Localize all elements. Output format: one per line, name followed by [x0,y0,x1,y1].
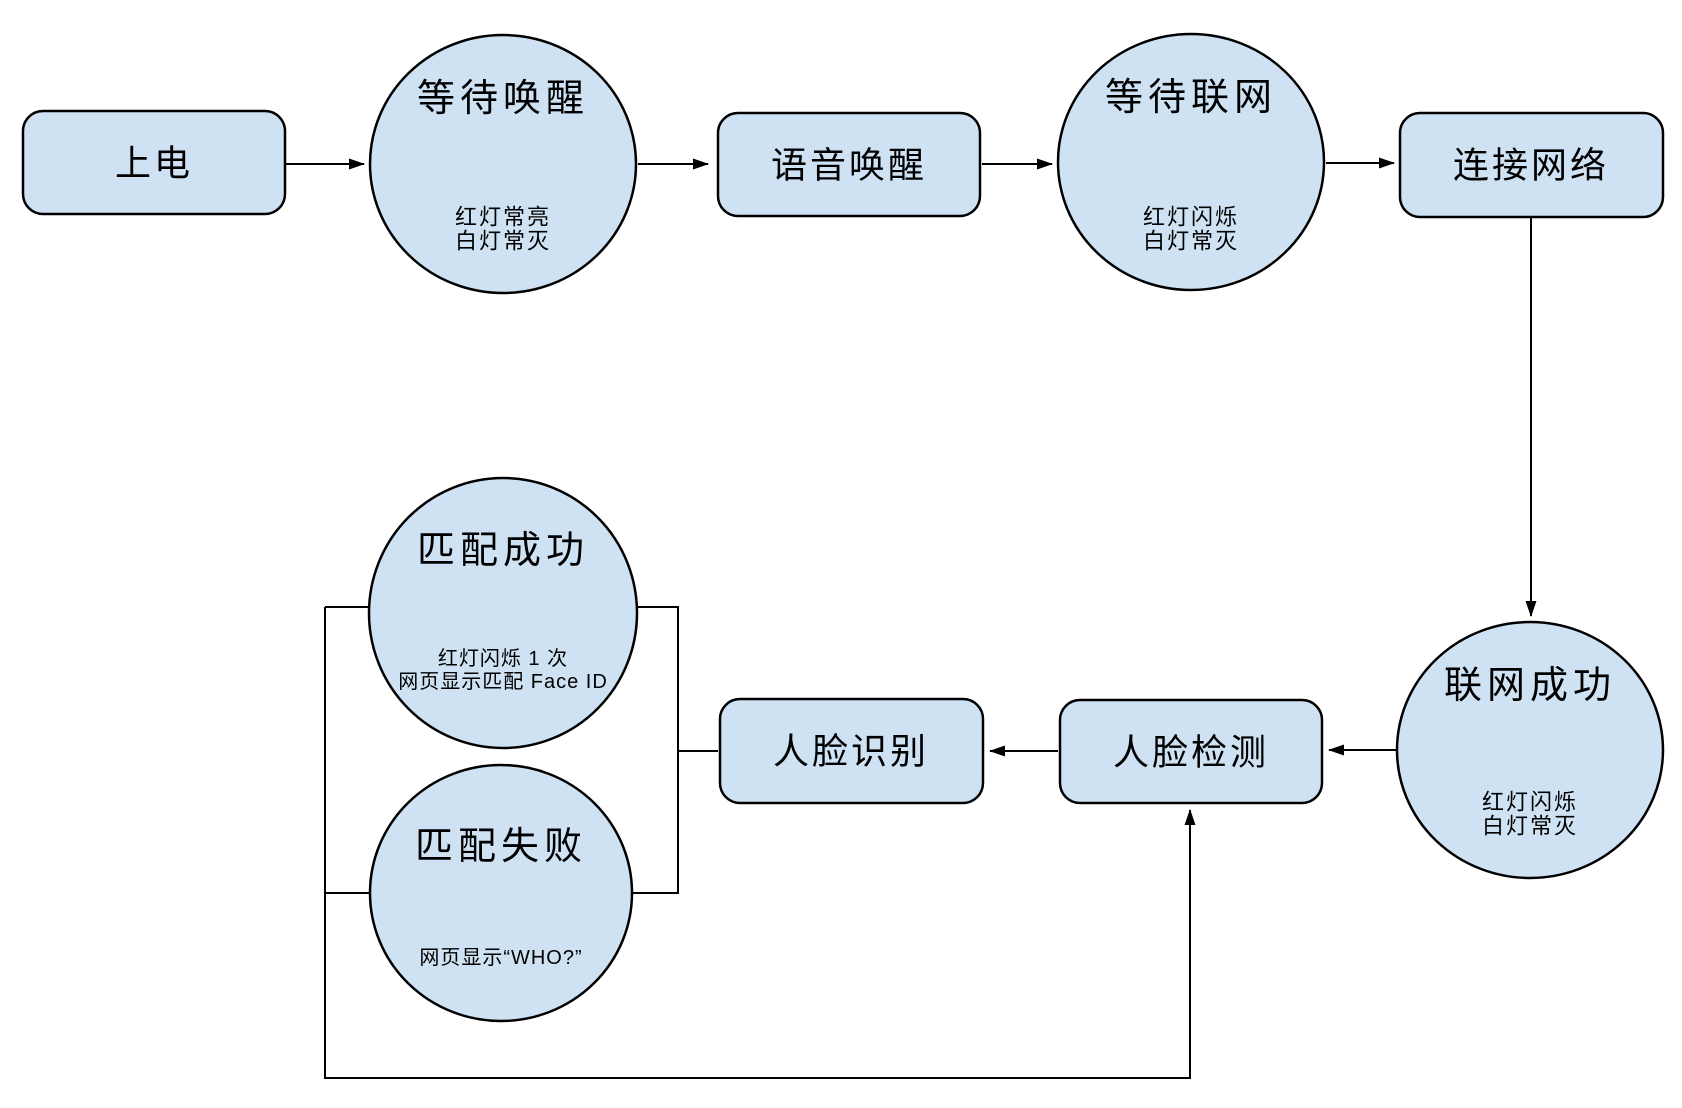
node-wait-wake: 等待唤醒 红灯常亮 白灯常灭 [368,33,638,295]
match-fail-status-line1: 网页显示“WHO?” [419,947,582,969]
node-face-detect: 人脸检测 [1058,698,1324,805]
match-success-status-line1: 红灯闪烁 1 次 [438,647,568,670]
power-on-shape [21,109,287,216]
connectors [285,157,1537,1079]
wait-network-title: 等待联网 [1105,77,1277,119]
node-match-fail: 匹配失败 网页显示“WHO?” [368,763,634,1023]
node-connect-network: 连接网络 [1398,111,1665,219]
wait-network-status-line1: 红灯闪烁 [1143,205,1239,230]
voice-wake-shape [716,111,982,218]
network-success-status-line1: 红灯闪烁 [1482,790,1578,815]
connect-network-label: 连接网络 [1453,145,1609,186]
connector-match-results-bracket [632,606,679,894]
arrow-loop-back-to-face-detect [324,607,1196,1079]
wait-wake-status-line2: 白灯常灭 [455,229,551,254]
power-on-label: 上电 [115,143,193,184]
match-success-shape [367,476,639,750]
match-fail-shape [368,763,634,1023]
match-success-status-line2: 网页显示匹配 Face ID [398,671,608,693]
wait-wake-title: 等待唤醒 [417,78,589,120]
network-success-status-line2: 白灯常灭 [1482,814,1578,839]
wait-wake-status-line1: 红灯常亮 [455,205,551,230]
network-success-title: 联网成功 [1444,665,1616,707]
node-network-success: 联网成功 红灯闪烁 白灯常灭 [1395,620,1665,880]
face-recognize-label: 人脸识别 [773,731,929,772]
wait-network-shape [1056,32,1326,292]
voice-wake-label: 语音唤醒 [771,145,927,186]
face-recognize-shape [718,697,985,805]
match-fail-title: 匹配失败 [415,826,587,868]
node-wait-network: 等待联网 红灯闪烁 白灯常灭 [1056,32,1326,292]
connect-network-shape [1398,111,1665,219]
node-match-success: 匹配成功 红灯闪烁 1 次 网页显示匹配 Face ID [367,476,639,750]
network-success-shape [1395,620,1665,880]
wait-network-status-line2: 白灯常灭 [1143,229,1239,254]
node-face-recognize: 人脸识别 [718,697,985,805]
match-success-title: 匹配成功 [417,530,589,572]
face-detect-label: 人脸检测 [1113,732,1269,773]
wait-wake-shape [368,33,638,295]
face-detect-shape [1058,698,1324,805]
node-power-on: 上电 [21,109,287,216]
node-voice-wake: 语音唤醒 [716,111,982,218]
